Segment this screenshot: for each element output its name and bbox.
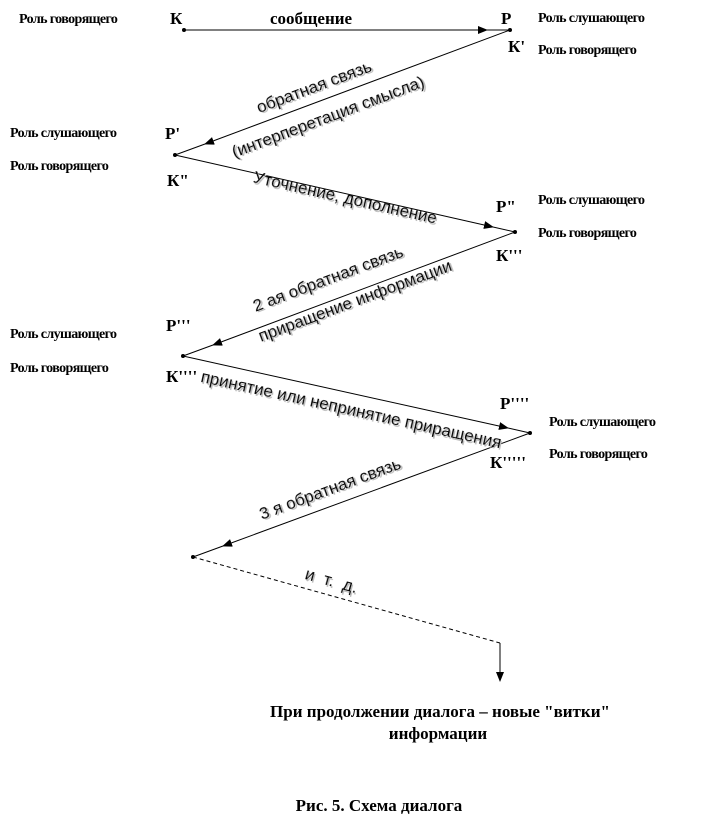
label-acceptance: принятие или непринятие приращения [199, 367, 503, 452]
label-feedback-3: 3 я обратная связь [257, 454, 404, 524]
node-dot [513, 230, 517, 234]
arrow-tail [182, 344, 214, 357]
arrow-tail [492, 226, 516, 233]
node-dot [191, 555, 195, 559]
node-P2: Р" [496, 197, 516, 216]
node-dot [181, 354, 185, 358]
node-P3: Р''' [166, 316, 191, 335]
node-P: Р [501, 9, 511, 28]
label-etc: и т. д. [303, 564, 360, 597]
node-K: К [170, 9, 183, 28]
arrow-acceptance [182, 355, 509, 430]
role-speaker: Роль говорящего [538, 43, 637, 58]
role-listener: Роль слушающего [10, 126, 117, 141]
arrow-tail [192, 545, 224, 558]
arrow-tail [174, 143, 206, 156]
role-listener: Роль слушающего [549, 415, 656, 430]
node-dot [182, 28, 186, 32]
role-listener: Роль слушающего [10, 327, 117, 342]
arrow-feedback-3 [222, 432, 531, 547]
role-speaker: Роль говорящего [538, 226, 637, 241]
conclusion-line-1: При продолжении диалога – новые "витки" [270, 702, 610, 721]
node-K5: К''''' [490, 453, 526, 472]
arrow-tail [507, 427, 531, 434]
node-P1: Р' [165, 124, 180, 143]
role-speaker: Роль говорящего [549, 447, 648, 462]
role-speaker: Роль говорящего [10, 361, 109, 376]
node-K2: К" [167, 171, 189, 190]
role-listener: Роль слушающего [538, 193, 645, 208]
node-K1: К' [508, 37, 525, 56]
arrow-feedback-2 [212, 231, 516, 346]
role-listener: Роль слушающего [538, 11, 645, 26]
arrow-feedback-1 [204, 29, 511, 145]
conclusion-line-2: информации [389, 724, 488, 743]
message-label: сообщение [270, 9, 353, 28]
node-K4: К'''' [166, 367, 197, 386]
arrow-clarification [174, 154, 494, 229]
node-P4: Р'''' [500, 394, 529, 413]
role-speaker: Роль говорящего [10, 159, 109, 174]
node-dot [508, 28, 512, 32]
arrow-etc-dashed [192, 556, 501, 644]
node-K3: К''' [496, 246, 523, 265]
role-speaker: Роль говорящего [19, 12, 118, 27]
figure-caption: Рис. 5. Схема диалога [296, 796, 463, 815]
node-dot [528, 431, 532, 435]
label-clarification: Уточнение, дополнение [252, 168, 439, 228]
node-dot [173, 153, 177, 157]
